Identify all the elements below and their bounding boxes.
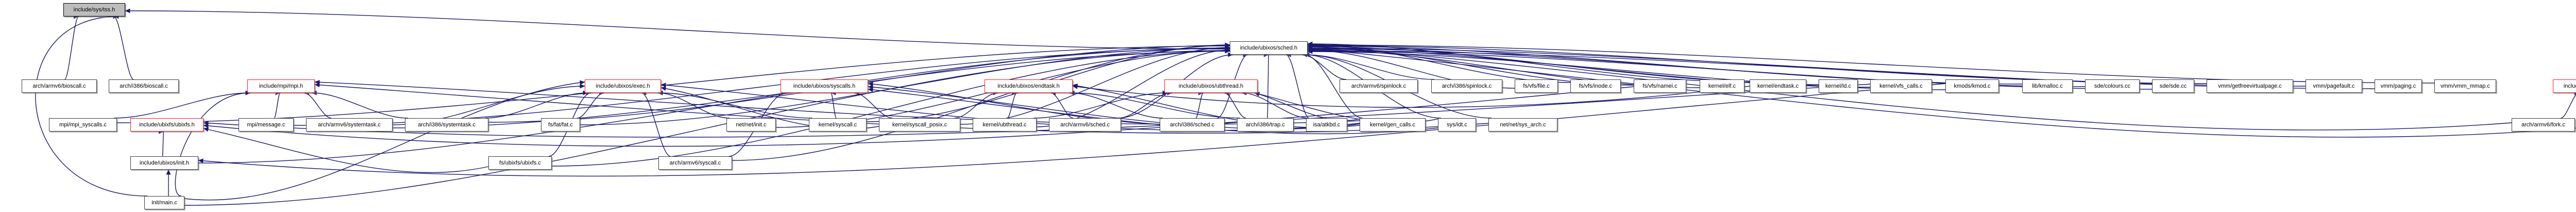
edge-mpisys-mpi xyxy=(113,90,251,119)
node-main[interactable]: init/main.c xyxy=(144,196,184,209)
edge-gencalls-ubthreadh xyxy=(1254,92,1363,121)
edge-fat-exec xyxy=(577,90,605,119)
node-forkh[interactable]: include/ubixos/fork.h xyxy=(2553,79,2576,93)
node-i386sched[interactable]: arch/i386/sched.c xyxy=(1160,118,1225,132)
edge-main-mpi xyxy=(175,90,251,197)
edge-getfree-sched xyxy=(1307,43,2207,84)
edge-kld-sched xyxy=(1307,44,1819,85)
edge-i386system-mpi xyxy=(311,90,409,119)
edge-fat-sched xyxy=(580,45,1230,125)
node-kubthread[interactable]: kernel/ubthread.c xyxy=(973,118,1037,132)
node-inith[interactable]: include/ubixos/init.h xyxy=(130,156,198,170)
edge-message-mpi xyxy=(274,90,281,119)
node-a6sched[interactable]: arch/armv6/sched.c xyxy=(1049,118,1121,132)
edge-kmalloc-sched xyxy=(1307,43,2023,85)
edge-message-sched xyxy=(293,46,1230,126)
edge-atkbd-sched xyxy=(1285,52,1310,119)
edge-a6bios-tss xyxy=(64,14,79,80)
node-mpi[interactable]: include/mpi/mpi.h xyxy=(247,79,315,93)
edge-atkbd-ubthreadh xyxy=(1241,90,1310,119)
node-kposix[interactable]: kernel/syscall_posix.c xyxy=(879,118,960,132)
edge-i386bios-tss xyxy=(113,14,134,80)
node-paging[interactable]: vmm/paging.c xyxy=(2375,79,2422,93)
edge-kendtask-sched xyxy=(1307,41,1750,83)
node-mmap[interactable]: vmm/vmm_mmap.c xyxy=(2434,79,2496,93)
edge-vfsinode-sched xyxy=(1307,42,1571,83)
node-ksyscall[interactable]: kernel/syscall.c xyxy=(809,118,867,132)
edge-i386sched-ubthreadh xyxy=(1195,90,1204,119)
node-endtaskh[interactable]: include/ubixos/endtask.h xyxy=(985,79,1073,93)
node-ubthreadh[interactable]: include/ubixos/ubthread.h xyxy=(1164,79,1258,93)
edge-inith-ubixfsh xyxy=(158,129,164,157)
node-atkbd[interactable]: isa/atkbd.c xyxy=(1306,118,1347,132)
node-kendtask[interactable]: kernel/endtask.c xyxy=(1750,79,1806,93)
edge-ubixfsc-ubixfsh xyxy=(203,127,489,173)
node-gencalls[interactable]: kernel/gen_calls.c xyxy=(1360,118,1426,132)
edge-a6system-mpi xyxy=(303,90,332,119)
node-idt[interactable]: sys/idt.c xyxy=(1438,118,1476,132)
node-mpisys[interactable]: mpi/mpi_syscalls.c xyxy=(49,118,117,132)
edge-vfsnamei-ubixfsh xyxy=(203,86,1634,147)
node-i386bios[interactable]: arch/i386/bioscall.c xyxy=(109,79,179,93)
node-sysarch[interactable]: net/net/sys_arch.c xyxy=(1488,118,1557,132)
node-vfsnamei[interactable]: fs/vfs/namei.c xyxy=(1634,79,1686,93)
node-syscallsh[interactable]: include/ubixos/syscalls.h xyxy=(781,79,868,93)
node-kmalloc[interactable]: lib/kmalloc.c xyxy=(2022,79,2073,93)
edge-mmap-sched xyxy=(1307,42,2435,84)
node-i386system[interactable]: arch/i386/systemtask.c xyxy=(405,118,488,132)
node-i386spin[interactable]: arch/i386/spinlock.c xyxy=(1431,79,1502,93)
edge-trap-ubthreadh xyxy=(1224,90,1246,119)
edge-trap-sched xyxy=(1263,53,1269,119)
edge-a6fork-forkh xyxy=(2561,90,2576,119)
node-kelf[interactable]: kernel/elf.c xyxy=(1700,79,1744,93)
edge-trap-endtaskh xyxy=(1069,90,1241,119)
edge-a6sched-ubthreadh xyxy=(1117,90,1173,119)
node-kmod[interactable]: kmods/kmod.c xyxy=(1945,79,1999,93)
node-tss: include/sys/tss.h xyxy=(63,3,125,17)
edge-i386spin-sched xyxy=(1304,52,1435,80)
node-a6spin[interactable]: arch/armv6/spinlock.c xyxy=(1340,79,1418,93)
edge-kposix-syscallsh xyxy=(854,90,893,119)
node-fat[interactable]: fs/fat/fat.c xyxy=(541,118,580,132)
node-message[interactable]: mpi/message.c xyxy=(239,118,294,132)
edge-ksyscall-syscallsh xyxy=(831,90,837,119)
edge-kubthread-ubthreadh xyxy=(1033,90,1168,119)
edge-ubixfsc-sched xyxy=(551,48,1230,167)
node-netinit[interactable]: net/net/init.c xyxy=(726,118,776,132)
edge-kubthread-endtaskh xyxy=(1007,90,1018,119)
edge-ksyscall-exec xyxy=(657,90,812,119)
node-trap[interactable]: arch/i386/trap.c xyxy=(1237,118,1294,132)
node-a6syscall[interactable]: arch/armv6/syscall.c xyxy=(658,156,732,170)
edge-a6syscall-exec xyxy=(641,90,671,157)
edge-sched-tss xyxy=(125,8,1230,50)
node-a6system[interactable]: arch/armv6/systemtask.c xyxy=(306,118,393,132)
edge-a6spin-sched xyxy=(1302,52,1346,80)
edge-inith-sched xyxy=(198,45,1230,164)
edge-i386sched-endtaskh xyxy=(1069,90,1163,119)
edge-a6sched-endtaskh xyxy=(1050,90,1074,119)
edge-kposix-endtaskh xyxy=(954,90,998,119)
node-sched[interactable]: include/ubixos/sched.h xyxy=(1230,41,1308,55)
edge-a6syscall-sched xyxy=(732,43,1230,161)
edge-netinit-exec xyxy=(657,90,730,119)
node-ubixfsh[interactable]: include/ubixfs/ubixfs.h xyxy=(130,118,204,132)
node-kld[interactable]: kernel/ld.c xyxy=(1819,79,1858,93)
node-kvfscalls[interactable]: kernel/vfs_calls.c xyxy=(1870,79,1932,93)
node-vfsfile[interactable]: fs/vfs/file.c xyxy=(1515,79,1558,93)
node-getfree[interactable]: vmm/getfreevirtualpage.c xyxy=(2207,79,2293,93)
node-colours[interactable]: sde/colours.cc xyxy=(2085,79,2140,93)
node-a6bios[interactable]: arch/armv6/bioscall.c xyxy=(22,79,97,93)
node-exec[interactable]: include/ubixos/exec.h xyxy=(585,79,661,93)
node-a6fork[interactable]: arch/armv6/fork.c xyxy=(2512,118,2575,132)
edges-group xyxy=(35,8,2576,206)
node-pagefault[interactable]: vmm/pagefault.c xyxy=(2306,79,2362,93)
edge-i386system-exec xyxy=(485,90,588,119)
node-ubixfsc[interactable]: fs/ubixfs/ubixfs.c xyxy=(488,156,552,170)
edge-main-exec xyxy=(184,80,585,201)
node-sdecc[interactable]: sde/sde.cc xyxy=(2152,79,2194,93)
node-vfsinode[interactable]: fs/vfs/inode.c xyxy=(1570,79,1621,93)
